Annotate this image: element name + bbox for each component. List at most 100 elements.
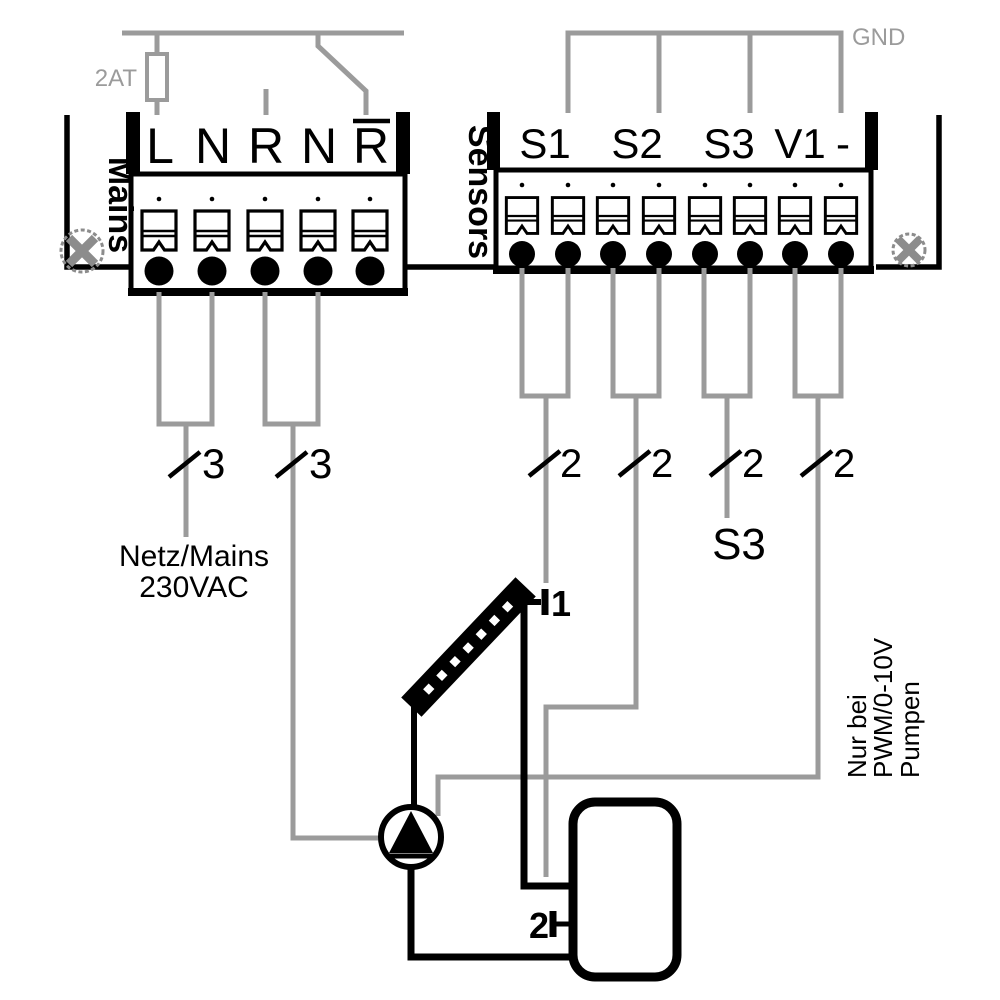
collector-flow-pipe: [520, 604, 576, 890]
terminal-label-S3: S3: [703, 120, 754, 167]
cable-slash-mark: [799, 449, 834, 478]
clamp-dot: [656, 182, 662, 188]
gnd-label: GND: [852, 24, 905, 51]
terminal-label-N1: N: [195, 118, 231, 174]
note-line-2: PWM/0-10V: [868, 637, 898, 778]
clamp-dot: [315, 196, 321, 202]
terminal-clamp: [595, 195, 631, 236]
terminal-clamp: [823, 195, 859, 236]
s3-cable-pair: [701, 268, 753, 399]
s3-wire-label: S3: [712, 520, 766, 569]
fuse-label: 2AT: [95, 65, 138, 92]
mains-cables: 3 Netz/Mains 230VAC 3: [119, 292, 382, 841]
clamp-dot: [747, 182, 753, 188]
note-line-1: Nur bei: [842, 694, 872, 778]
terminal-clamp: [504, 195, 540, 236]
wire-entry-hole: [509, 241, 535, 267]
terminal-clamp: [193, 209, 231, 252]
cable-slash-mark: [527, 449, 562, 478]
supply-label-line1: Netz/Mains: [119, 540, 269, 573]
supply-label-line2: 230VAC: [139, 571, 249, 604]
cable-core-count: 2: [560, 442, 582, 486]
pwm-note: Nur bei PWM/0-10V Pumpen: [842, 637, 925, 778]
mains-strip-bar-left: [126, 112, 140, 174]
terminal-label-V1: V1: [774, 120, 825, 167]
wire-entry-hole: [646, 241, 672, 267]
clamp-dot: [792, 182, 798, 188]
pump-cable-run: [290, 424, 382, 841]
wire-entry-hole: [828, 241, 854, 267]
terminal-clamp: [777, 195, 813, 236]
pump-return-pipe: [407, 865, 575, 961]
clamp-dot: [262, 196, 268, 202]
gnd-bus-wire: [565, 30, 844, 113]
mains-terminal-block: L N R N R Mains: [101, 112, 410, 296]
tank-body: [568, 797, 682, 982]
terminal-label-R: R: [248, 118, 284, 174]
return-pipe: [407, 865, 575, 961]
wire-entry-hole: [197, 256, 227, 286]
sensors-terminal-block: S1 S2 S3 V1 -: [461, 112, 878, 274]
wire-entry-hole: [737, 241, 763, 267]
screw-icon: [891, 232, 927, 268]
wire-entry-hole: [303, 256, 333, 286]
wire-entry-hole: [782, 241, 808, 267]
cable-core-count: 3: [202, 440, 225, 487]
sensors-clamps: [504, 182, 859, 267]
wire-entry-hole: [355, 256, 385, 286]
clamp-dot: [519, 182, 525, 188]
clamp-dot: [838, 182, 844, 188]
pump-rotor-triangle: [389, 811, 433, 853]
cable-slash-mark: [274, 450, 309, 479]
relay-switch-arm: [315, 33, 369, 115]
solar-collector: 1: [401, 577, 576, 890]
cable-slash-mark: [708, 449, 743, 478]
cable-slash-mark: [167, 450, 202, 479]
mains-clamps: [140, 196, 389, 286]
sensor-cables: 2 2 2 S3 2: [435, 268, 855, 877]
gnd-bus-wiring: GND: [565, 24, 905, 113]
mains-group-label: Mains: [101, 157, 139, 253]
terminal-label-N2: N: [301, 118, 337, 174]
terminal-clamp: [550, 195, 586, 236]
pump: [378, 804, 444, 870]
collector-hatch: [423, 598, 516, 695]
fuse-symbol: [145, 52, 169, 102]
cable-core-count: 2: [742, 442, 764, 486]
terminal-clamp: [299, 209, 337, 252]
cable-core-count: 2: [651, 442, 673, 486]
tank-sensor-label: 2: [529, 905, 549, 946]
terminal-label-Rbar: R: [353, 118, 389, 174]
panel-edge-right: [876, 115, 942, 270]
terminal-label-S2: S2: [611, 120, 662, 167]
clamp-dot: [367, 196, 373, 202]
v1-cable-run: [435, 396, 821, 816]
collector-sensor-label: 1: [551, 583, 571, 624]
screw-icon: [59, 228, 105, 274]
clamp-dot: [209, 196, 215, 202]
wire-entry-hole: [555, 241, 581, 267]
terminal-clamp: [246, 209, 284, 252]
pump-cable-pair: [262, 292, 321, 427]
v1-cable-pair: [792, 268, 844, 399]
enclosure-panel: [59, 115, 942, 274]
terminal-clamp: [140, 209, 178, 252]
terminal-clamp: [351, 209, 389, 252]
s1-cable-pair: [519, 268, 571, 399]
terminal-label-L: L: [146, 118, 174, 174]
s2-cable-run: [543, 396, 639, 877]
mains-internal-wiring: 2AT: [95, 30, 404, 115]
terminal-clamp: [687, 195, 723, 236]
mains-strip-bar-right: [396, 112, 410, 174]
wire-entry-hole: [250, 256, 280, 286]
clamp-dot: [156, 196, 162, 202]
storage-tank: 2: [529, 797, 682, 982]
terminal-clamp: [641, 195, 677, 236]
sensors-strip-bar-right: [865, 112, 878, 170]
cable-slash-mark: [617, 449, 652, 478]
s2-cable-pair: [610, 268, 662, 399]
clamp-dot: [702, 182, 708, 188]
wire-entry-hole: [692, 241, 718, 267]
